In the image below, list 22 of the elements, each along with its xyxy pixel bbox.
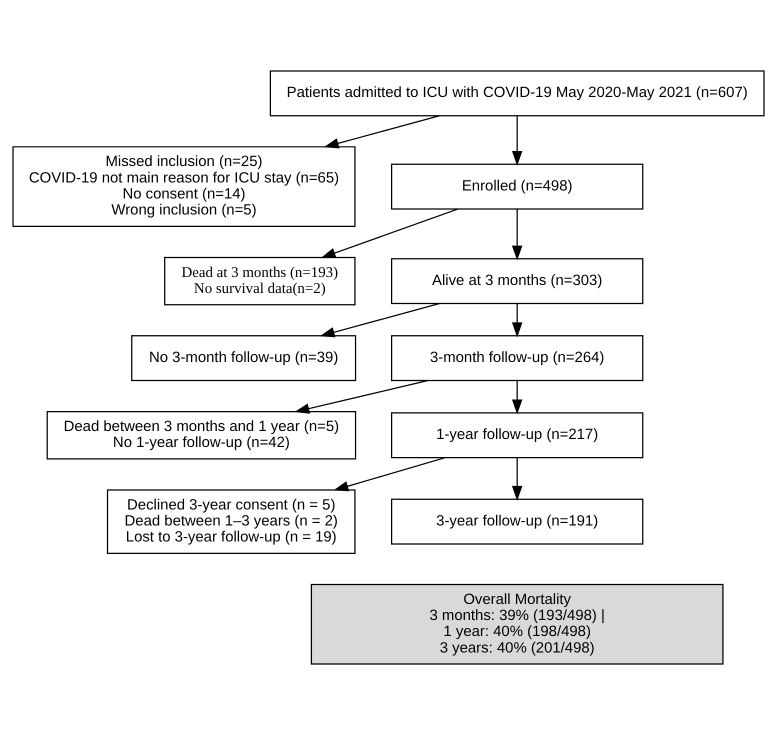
node-box: Alive at 3 months (n=303): [390, 258, 644, 304]
node-box: 3-month follow-up (n=264): [390, 335, 644, 382]
node-box: Patients admitted to ICU with COVID-19 May 2020-May 2021 (n=607): [270, 70, 765, 116]
arrow: [512, 209, 522, 260]
node-box: Overall Mortality 3 months: 39% (193/498) | 1 year: 40% (198/498) 3 years: 40% (201/498): [310, 584, 724, 665]
arrow: [333, 457, 446, 492]
arrow: [320, 208, 458, 258]
node-box: Enrolled (n=498): [390, 164, 644, 210]
arrow: [512, 458, 522, 501]
arrow: [512, 116, 522, 166]
node-box: Dead at 3 months (n=193) No survival data(n=2): [164, 256, 356, 306]
node-box: Declined 3-year consent (n = 5) Dead between 1–3 years (n = 2) Lost to 3-year follow-up (n = 19): [106, 489, 356, 554]
arrow: [320, 302, 440, 338]
node-box: 3-year follow-up (n=191): [390, 498, 644, 545]
arrow: [324, 115, 440, 148]
arrow: [512, 304, 522, 338]
node-box: Dead between 3 months and 1 year (n=5) No 1-year follow-up (n=42): [46, 411, 356, 460]
node-box: Missed inclusion (n=25) COVID-19 not main reason for ICU stay (n=65) No consent (n=14) Wrong inclusion (n=5): [12, 146, 356, 227]
arrow: [294, 380, 428, 414]
node-box: No 3-month follow-up (n=39): [131, 335, 356, 382]
arrow: [512, 380, 522, 414]
node-box: 1-year follow-up (n=217): [390, 412, 644, 458]
